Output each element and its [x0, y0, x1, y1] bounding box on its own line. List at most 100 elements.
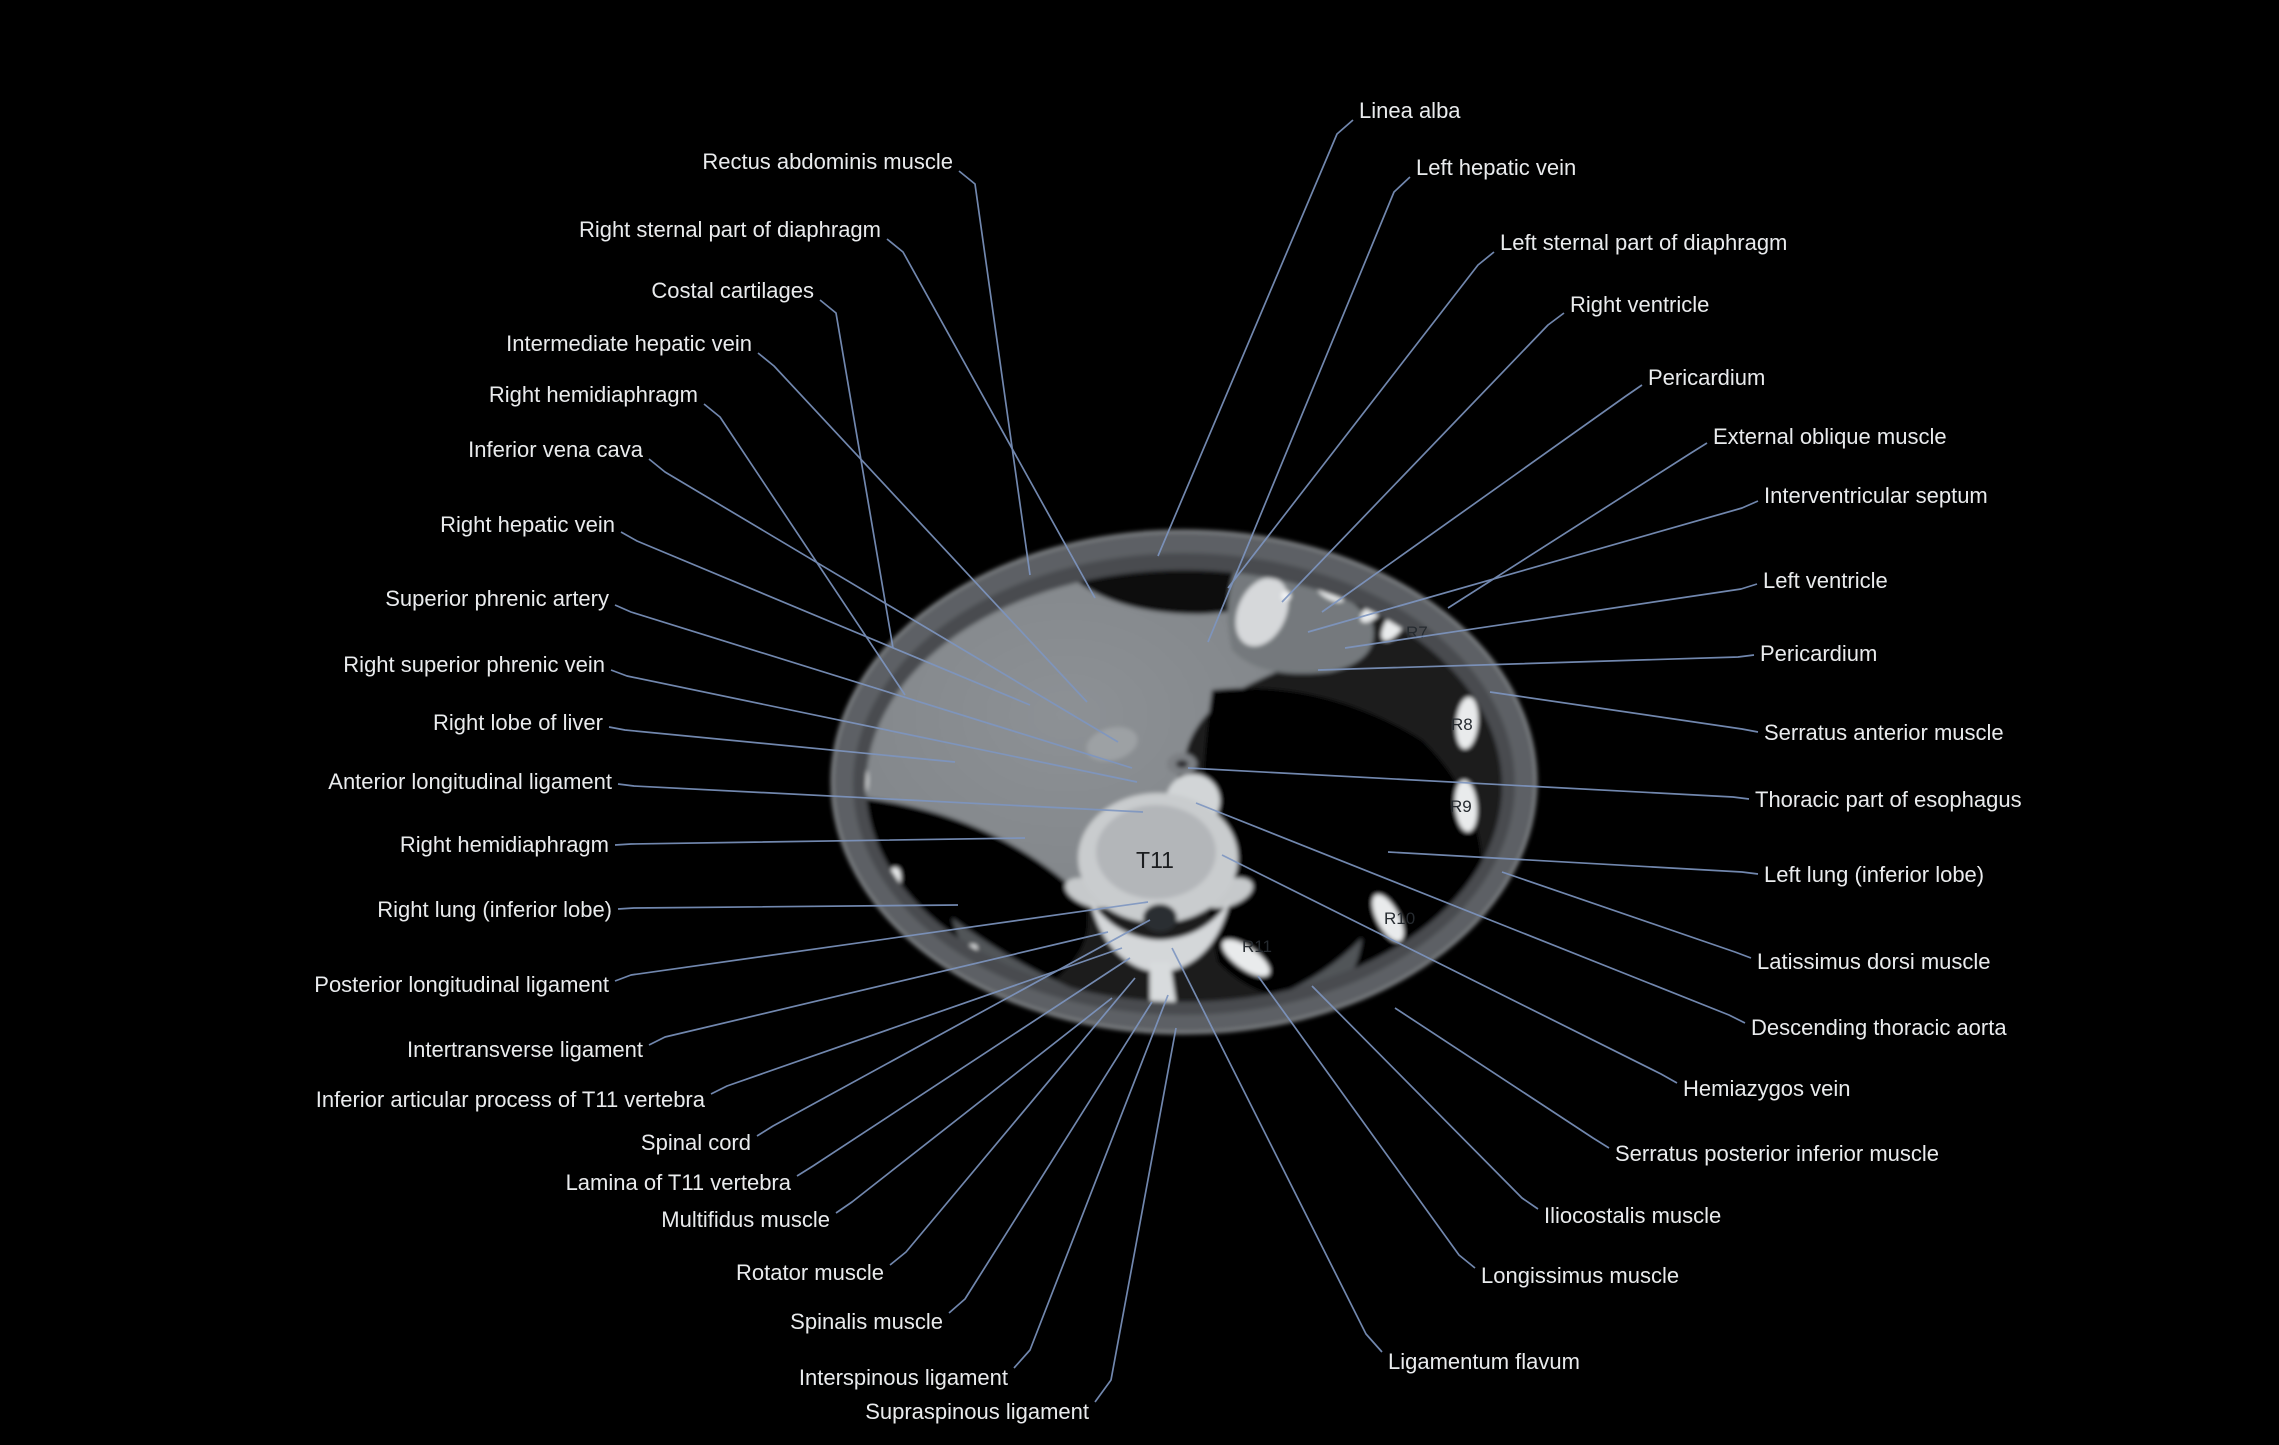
label-inferior-articular-process-t11: Inferior articular process of T11 verteb…: [315, 1087, 705, 1112]
label-external-oblique-muscle: External oblique muscle: [1713, 424, 1947, 449]
leader-line-intertransverse-ligament: [648, 931, 1109, 1046]
ct-scan-image: [830, 529, 1538, 1035]
leader-line-interspinous-ligament: [1013, 994, 1169, 1369]
leader-line-longissimus: [1257, 975, 1476, 1269]
leader-line-right-hemidiaphragm-upper: [703, 403, 906, 696]
label-linea-alba: Linea alba: [1359, 98, 1461, 123]
leader-line-esophagus: [1187, 767, 1750, 800]
leader-line-latissimus-dorsi: [1501, 871, 1752, 959]
leader-line-right-lung-inferior-lobe: [617, 904, 959, 910]
rib-r9-marker: R9: [1450, 797, 1472, 816]
vertebral-arch: [1090, 900, 1230, 972]
esophagus-lumen: [1176, 760, 1188, 768]
leader-line-interventricular-septum: [1307, 500, 1759, 633]
label-multifidus-muscle: Multifidus muscle: [661, 1207, 830, 1232]
inferior-vena-cava-region: [1086, 727, 1138, 761]
leader-line-right-superior-phrenic-vein: [610, 669, 1138, 783]
vertebral-body-trabecular: [1096, 805, 1216, 899]
leader-line-inferior-vena-cava: [648, 458, 1119, 743]
coronary-speck: [1281, 591, 1291, 601]
leader-line-anterior-longitudinal-ligament: [617, 783, 1144, 813]
label-right-sternal-part-of-diaphragm: Right sternal part of diaphragm: [578, 217, 881, 242]
leader-line-pericardium-upper: [1321, 384, 1643, 613]
leader-line-ligamentum-flavum: [1171, 947, 1383, 1353]
left-lung-region: [1202, 688, 1483, 1002]
leader-line-spinalis: [948, 1001, 1153, 1314]
leader-line-left-sternal-diaphragm: [1227, 251, 1495, 589]
leader-line-linea-alba: [1157, 119, 1354, 557]
label-inferior-vena-cava: Inferior vena cava: [468, 437, 643, 462]
label-right-lung-inferior-lobe: Right lung (inferior lobe): [377, 897, 612, 922]
leader-line-inferior-articular-process: [710, 947, 1123, 1095]
leader-line-left-lung-inferior-lobe: [1387, 851, 1759, 875]
leader-line-intermediate-hepatic-vein: [757, 352, 1088, 703]
label-longissimus-muscle: Longissimus muscle: [1481, 1263, 1680, 1288]
vertebra-t11-marker: T11: [1136, 847, 1174, 873]
leader-line-lamina-t11: [796, 957, 1131, 1177]
label-rectus-abdominis-muscle: Rectus abdominis muscle: [702, 149, 953, 174]
label-lamina-of-t11-vertebra: Lamina of T11 vertebra: [565, 1170, 791, 1195]
label-superior-phrenic-artery: Superior phrenic artery: [385, 586, 609, 611]
leader-line-rectus-abdominis: [958, 170, 1031, 576]
label-right-superior-phrenic-vein: Right superior phrenic vein: [343, 652, 605, 677]
label-intermediate-hepatic-vein: Intermediate hepatic vein: [506, 331, 752, 356]
leader-line-left-hepatic-vein: [1207, 176, 1411, 643]
label-supraspinous-ligament: Supraspinous ligament: [865, 1399, 1089, 1424]
leader-line-pericardium-lower: [1317, 654, 1755, 671]
leader-line-right-hemidiaphragm-lower: [614, 837, 1026, 846]
leader-line-posterior-longitudinal-ligament: [614, 901, 1149, 982]
leader-line-hemiazygos-vein: [1221, 854, 1678, 1084]
leader-line-external-oblique: [1447, 442, 1708, 609]
label-hemiazygos-vein: Hemiazygos vein: [1683, 1076, 1851, 1101]
label-spinalis-muscle: Spinalis muscle: [790, 1309, 943, 1334]
leader-line-right-lobe-liver: [608, 726, 956, 763]
leader-line-left-ventricle: [1344, 583, 1758, 649]
spinal-canal: [1143, 904, 1177, 932]
label-left-lung-inferior-lobe: Left lung (inferior lobe): [1764, 862, 1985, 887]
leader-line-serratus-anterior: [1489, 691, 1759, 733]
label-interventricular-septum: Interventricular septum: [1764, 483, 1988, 508]
rib-r8-marker: R8: [1451, 715, 1473, 734]
leader-line-descending-aorta: [1195, 802, 1746, 1024]
label-thoracic-part-of-esophagus: Thoracic part of esophagus: [1755, 787, 2022, 812]
label-posterior-longitudinal-ligament: Posterior longitudinal ligament: [314, 972, 609, 997]
label-right-ventricle: Right ventricle: [1570, 292, 1710, 317]
label-intertransverse-ligament: Intertransverse ligament: [407, 1037, 643, 1062]
label-serratus-posterior-inferior-muscle: Serratus posterior inferior muscle: [1615, 1141, 1940, 1166]
label-left-hepatic-vein: Left hepatic vein: [1416, 155, 1577, 180]
label-ligamentum-flavum: Ligamentum flavum: [1388, 1349, 1580, 1374]
label-spinal-cord: Spinal cord: [640, 1130, 751, 1155]
label-pericardium-lower: Pericardium: [1760, 641, 1878, 666]
label-left-sternal-part-of-diaphragm: Left sternal part of diaphragm: [1500, 230, 1788, 255]
label-latissimus-dorsi-muscle: Latissimus dorsi muscle: [1757, 949, 1991, 974]
label-serratus-anterior-muscle: Serratus anterior muscle: [1764, 720, 2004, 745]
label-anterior-longitudinal-ligament: Anterior longitudinal ligament: [328, 769, 612, 794]
rib-r10-marker: R10: [1384, 909, 1415, 928]
label-descending-thoracic-aorta: Descending thoracic aorta: [1751, 1015, 2007, 1040]
leader-line-iliocostalis: [1311, 985, 1539, 1210]
leader-line-multifidus: [835, 997, 1113, 1214]
leader-line-rotator: [889, 977, 1136, 1266]
label-rotator-muscle: Rotator muscle: [736, 1260, 884, 1285]
leader-line-costal-cartilages: [819, 299, 894, 649]
leader-line-spinal-cord: [756, 919, 1151, 1137]
leader-lines: [608, 119, 1759, 1403]
leader-line-right-sternal-diaphragm: [886, 238, 1096, 599]
label-right-hepatic-vein: Right hepatic vein: [440, 512, 615, 537]
leader-line-right-hepatic-vein: [620, 531, 1031, 706]
label-interspinous-ligament: Interspinous ligament: [798, 1365, 1008, 1390]
liver-region: [866, 570, 1325, 911]
label-costal-cartilages: Costal cartilages: [651, 278, 814, 303]
label-right-hemidiaphragm-upper: Right hemidiaphragm: [488, 382, 698, 407]
label-pericardium-upper: Pericardium: [1648, 365, 1766, 390]
leader-line-supraspinous-ligament: [1094, 1027, 1177, 1403]
label-right-lobe-of-liver: Right lobe of liver: [433, 710, 603, 735]
label-right-hemidiaphragm-lower: Right hemidiaphragm: [399, 832, 609, 857]
label-left-ventricle: Left ventricle: [1763, 568, 1888, 593]
leader-line-serratus-posterior-inferior: [1394, 1007, 1610, 1149]
leader-line-right-ventricle: [1281, 312, 1565, 603]
rib-r11-marker: R11: [1242, 937, 1272, 956]
left-ventricle-contrast: [1235, 577, 1289, 647]
